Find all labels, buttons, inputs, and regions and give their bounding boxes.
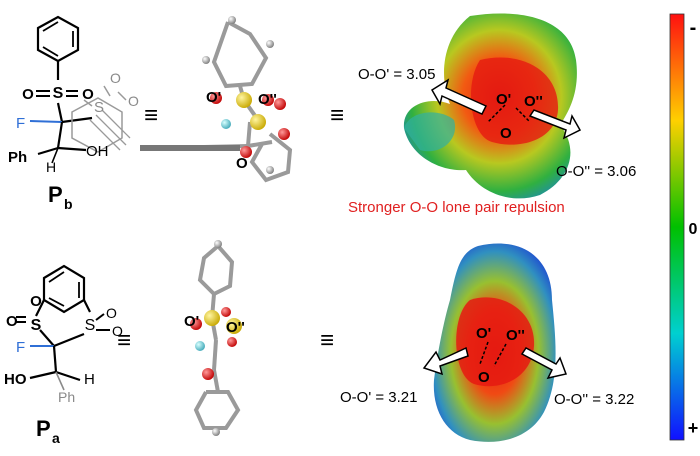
- equivalence-symbol: ≡: [144, 102, 158, 129]
- esp-color-scale: - 0 +: [669, 13, 699, 441]
- ball-stick-model-pb: O' O'' O: [140, 16, 293, 183]
- svg-text:a: a: [52, 430, 60, 446]
- atom-s: S: [53, 85, 64, 102]
- esp-label: O'': [506, 327, 525, 344]
- model-label: O'': [258, 91, 277, 108]
- atom-o-ring: O: [106, 305, 117, 321]
- arrow-left: [430, 78, 488, 115]
- atom-o-ring: O: [128, 93, 139, 109]
- atom-f: F: [16, 115, 25, 132]
- atom-ho: HO: [4, 371, 27, 388]
- esp-label: O'': [524, 93, 543, 110]
- arrow-left: [422, 346, 469, 376]
- atom-h: H: [84, 371, 95, 388]
- atom-oh: OH: [86, 143, 109, 160]
- scale-label-negative: -: [690, 17, 697, 39]
- atom-o: O: [82, 86, 94, 103]
- arrow-right: [528, 109, 582, 140]
- atom-s-ring: S: [94, 99, 104, 116]
- esp-surface-pb: O' O'' O: [403, 13, 582, 199]
- distance-right: O-O'' = 3.06: [556, 163, 636, 180]
- arrow-right: [520, 347, 568, 380]
- svg-text:b: b: [64, 196, 73, 212]
- scale-label-positive: +: [688, 418, 699, 438]
- esp-label: O': [496, 91, 511, 108]
- compound-label-pb: P b: [48, 182, 73, 212]
- esp-label: O: [478, 369, 490, 386]
- equivalence-symbol: ≡: [330, 102, 344, 129]
- model-label: O'': [226, 319, 245, 336]
- atom-s-ring: S: [85, 317, 96, 334]
- svg-text:P: P: [48, 182, 63, 207]
- equivalence-symbol: ≡: [117, 327, 131, 354]
- model-label: O': [206, 89, 221, 106]
- distance-left: O-O' = 3.05: [358, 66, 435, 83]
- atom-o: O: [22, 86, 34, 103]
- distance-left: O-O' = 3.21: [340, 389, 417, 406]
- structure-pa: S O O F S O O HO H Ph: [4, 264, 123, 405]
- atom-o: O: [30, 293, 42, 310]
- atom-h: H: [46, 159, 56, 175]
- atom-o: O: [6, 313, 18, 330]
- atom-s: S: [31, 317, 42, 334]
- atom-o-ring: O: [112, 323, 123, 339]
- ball-stick-model-pa: O' O'': [184, 240, 245, 436]
- esp-label: O': [476, 325, 491, 342]
- model-label: O': [184, 313, 199, 330]
- compound-label-pa: P a: [36, 416, 60, 446]
- atom-ph: Ph: [58, 389, 75, 405]
- atom-o-ring: O: [110, 70, 121, 86]
- atom-f: F: [16, 339, 25, 356]
- repulsion-note: Stronger O-O lone pair repulsion: [348, 199, 565, 216]
- esp-label: O: [500, 125, 512, 142]
- distance-right: O-O'' = 3.22: [554, 391, 634, 408]
- esp-surface-pa: O' O'' O: [422, 243, 568, 442]
- atom-ph: Ph: [8, 149, 27, 166]
- structure-pb: S O O F S O O Ph H OH: [8, 15, 139, 175]
- scale-label-zero: 0: [689, 221, 698, 238]
- model-label: O: [236, 155, 248, 172]
- svg-text:P: P: [36, 416, 51, 441]
- equivalence-symbol: ≡: [320, 327, 334, 354]
- color-scale-bar: [669, 13, 685, 441]
